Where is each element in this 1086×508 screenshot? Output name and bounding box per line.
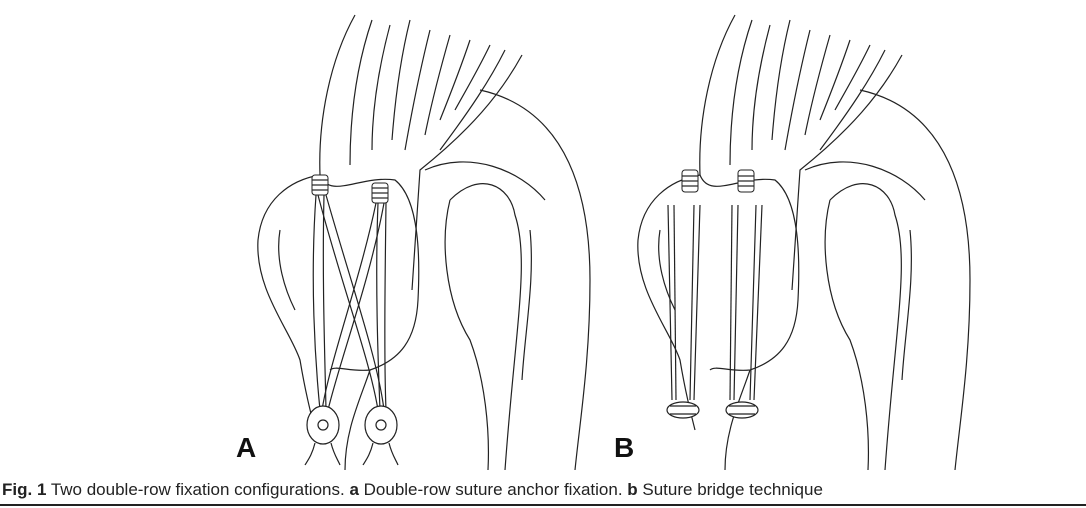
- caption-a-text: Double-row suture anchor fixation.: [358, 480, 628, 499]
- caption-fig-label: Fig. 1: [2, 480, 47, 499]
- caption-b-label: b: [627, 480, 638, 499]
- anchor-icon: [311, 174, 389, 204]
- figure-caption: Fig. 1 Two double-row fixation configura…: [2, 480, 823, 500]
- panel-b-drawing: [637, 14, 971, 471]
- caption-b-text: Suture bridge technique: [637, 480, 823, 499]
- caption-a-label: a: [349, 480, 359, 499]
- panel-label-b: B: [614, 432, 635, 463]
- anchor-icon: [681, 169, 755, 193]
- caption-text: Two double-row fixation configurations.: [46, 480, 350, 499]
- caption-divider: [0, 504, 1086, 506]
- lateral-anchor-icon: [304, 405, 399, 466]
- knotless-anchor-icon: [666, 401, 759, 419]
- panel-a-drawing: [257, 14, 591, 471]
- figure-illustration: [257, 14, 971, 471]
- panel-label-a: A: [236, 432, 257, 463]
